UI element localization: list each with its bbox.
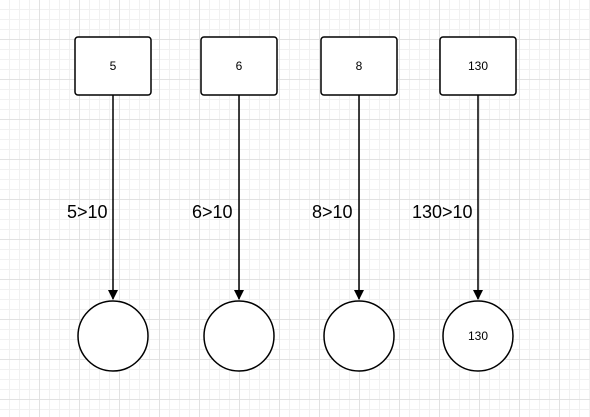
result-circle-1[interactable] <box>77 300 149 372</box>
column-2: 6 6>10 <box>192 36 278 372</box>
comparison-label-3: 8>10 <box>312 202 353 222</box>
value-box-3-label: 8 <box>356 59 363 73</box>
column-3: 8 8>10 <box>312 36 398 372</box>
value-box-2-label: 6 <box>236 59 243 73</box>
value-box-1-label: 5 <box>110 59 117 73</box>
column-4: 130 130>10 130 <box>412 36 517 372</box>
result-circle-4[interactable] <box>442 300 514 372</box>
value-box-4-label: 130 <box>468 59 488 73</box>
result-circle-2[interactable] <box>203 300 275 372</box>
result-circle-4-label: 130 <box>468 329 488 343</box>
comparison-label-4: 130>10 <box>412 202 473 222</box>
result-circle-3[interactable] <box>323 300 395 372</box>
comparison-label-1: 5>10 <box>67 202 108 222</box>
column-1: 5 5>10 <box>67 36 152 372</box>
comparison-label-2: 6>10 <box>192 202 233 222</box>
